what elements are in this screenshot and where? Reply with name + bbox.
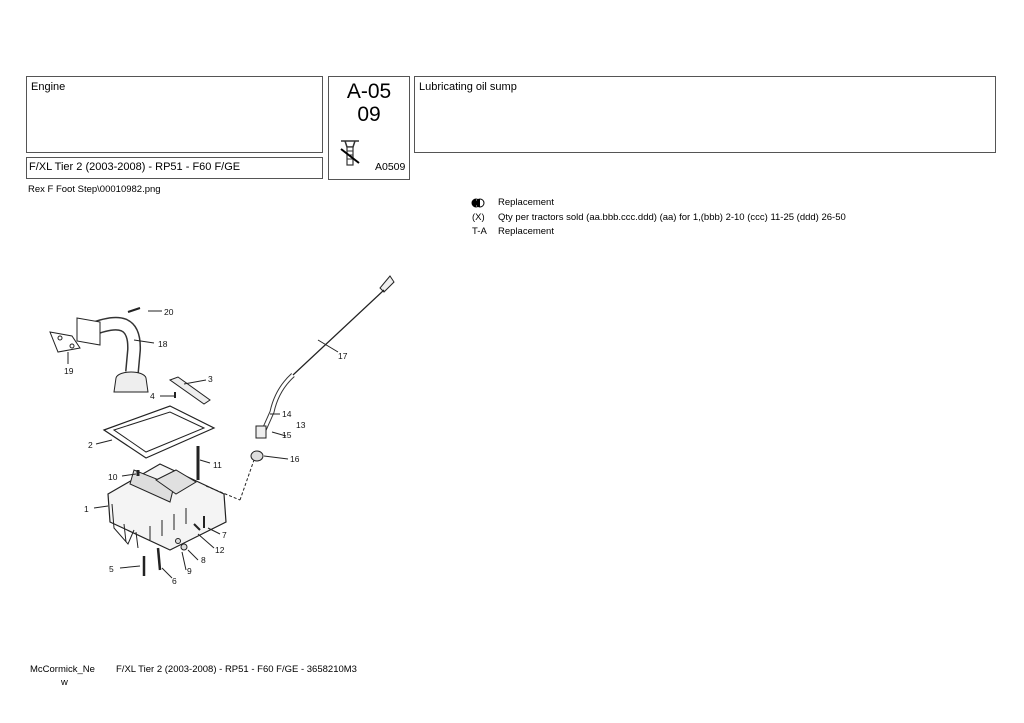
footer-doc-ref: F/XL Tier 2 (2003-2008) - RP51 - F60 F/G… xyxy=(116,664,357,675)
callout-14: 14 xyxy=(282,409,292,419)
legend-text: Replacement xyxy=(498,226,554,237)
callout-12: 12 xyxy=(215,545,225,555)
legend-text: Qty per tractors sold (aa.bbb.ccc.ddd) (… xyxy=(498,212,846,223)
callout-10: 10 xyxy=(108,472,118,482)
callout-2: 2 xyxy=(88,440,93,450)
image-caption: Rex F Foot Step\00010982.png xyxy=(28,184,161,195)
callout-7: 7 xyxy=(222,530,227,540)
section-title: Lubricating oil sump xyxy=(419,81,517,93)
half-filled-circle-icon xyxy=(471,198,485,208)
model-line-box: F/XL Tier 2 (2003-2008) - RP51 - F60 F/G… xyxy=(26,157,323,179)
callout-8: 8 xyxy=(201,555,206,565)
callout-3: 3 xyxy=(208,374,213,384)
engine-part-icon xyxy=(340,140,360,166)
section-title-box: Lubricating oil sump xyxy=(414,76,996,153)
section-code-line1: A-05 xyxy=(346,80,392,103)
callout-6: 6 xyxy=(172,576,177,586)
callout-13: 13 xyxy=(296,420,306,430)
group-title-box: Engine xyxy=(26,76,323,153)
callout-9: 9 xyxy=(187,566,192,576)
callout-19: 19 xyxy=(64,366,74,376)
group-title: Engine xyxy=(31,81,66,93)
legend-key: (X) xyxy=(472,212,485,223)
section-code-line2: 09 xyxy=(357,103,381,126)
section-code-small: A0509 xyxy=(375,161,406,173)
callout-5: 5 xyxy=(109,564,114,574)
footer-brand-line1: McCormick_Ne xyxy=(30,664,95,675)
footer-brand-line2: w xyxy=(61,677,68,688)
legend-key: T-A xyxy=(472,226,487,237)
callout-18: 18 xyxy=(158,339,168,349)
legend-text: Replacement xyxy=(498,197,554,208)
callout-15: 15 xyxy=(282,430,292,440)
callout-4: 4 xyxy=(150,391,155,401)
callout-17: 17 xyxy=(338,351,348,361)
section-code-box: A-05 09 A0509 xyxy=(328,76,410,180)
callout-1: 1 xyxy=(84,504,89,514)
model-line: F/XL Tier 2 (2003-2008) - RP51 - F60 F/G… xyxy=(29,161,241,173)
callout-11: 11 xyxy=(213,460,222,470)
callout-20: 20 xyxy=(164,307,174,317)
callout-16: 16 xyxy=(290,454,300,464)
